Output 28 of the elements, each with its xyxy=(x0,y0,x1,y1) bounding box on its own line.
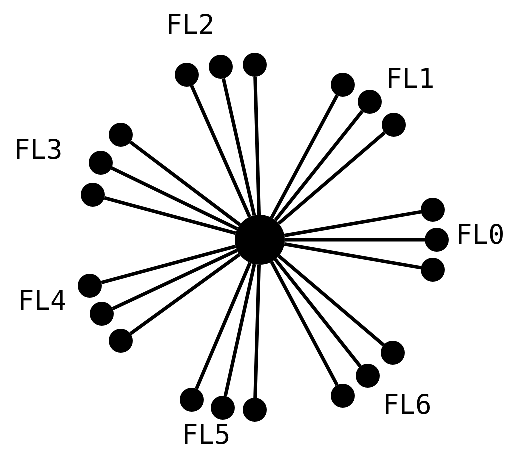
connector-line xyxy=(274,110,364,222)
connector-line xyxy=(285,238,425,242)
connector-line xyxy=(278,131,386,226)
connector-line xyxy=(254,76,262,216)
connector-line xyxy=(195,262,252,390)
connector-line xyxy=(101,244,236,285)
connector-line xyxy=(111,166,238,231)
connector-line xyxy=(284,210,422,238)
connector-line xyxy=(270,94,339,219)
connector-line xyxy=(222,78,256,216)
connector-line xyxy=(112,249,238,310)
connector-line xyxy=(104,196,236,236)
connector-line xyxy=(224,264,256,397)
connector-line xyxy=(254,264,262,398)
group-label: FL6 xyxy=(383,392,432,419)
group-label: FL2 xyxy=(166,12,215,39)
group-label: FL1 xyxy=(386,66,435,93)
connector-line xyxy=(270,261,339,386)
group-label: FL4 xyxy=(18,288,67,315)
connector-line xyxy=(130,253,241,336)
group-label: FL3 xyxy=(14,137,63,164)
connector-line xyxy=(130,140,242,226)
connector-line xyxy=(274,258,362,368)
connector-line xyxy=(190,85,252,218)
group-label: FL5 xyxy=(182,422,231,449)
group-label: FL0 xyxy=(456,222,505,249)
connector-line xyxy=(278,254,385,347)
connector-line xyxy=(284,242,422,270)
